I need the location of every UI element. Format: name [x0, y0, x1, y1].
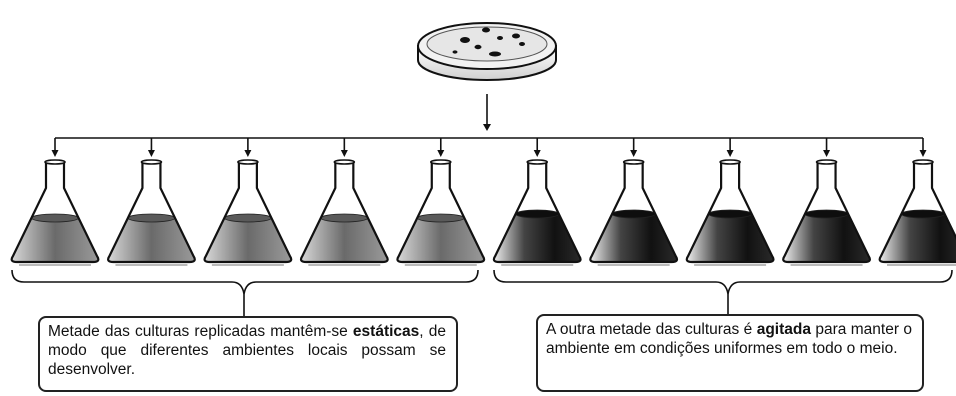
drop-arrow: [244, 138, 252, 157]
flask-agitated: [589, 159, 679, 266]
flask-static: [107, 159, 196, 266]
flask-static: [10, 159, 100, 266]
flask-agitated: [782, 159, 871, 266]
agitated-medium: [686, 214, 774, 262]
flask-row: [10, 159, 956, 266]
static-medium: [11, 218, 99, 262]
caption-pointers: [243, 294, 729, 316]
bacterial-colonies: [452, 27, 525, 57]
flask-agitated: [685, 159, 775, 266]
caption-agitated-cultures: A outra metade das culturas é agitada pa…: [536, 314, 924, 392]
drop-arrow: [340, 138, 348, 157]
caption-agitated-text-2: para manter o ambiente em condições unif…: [546, 321, 913, 357]
drop-arrow: [51, 138, 59, 157]
static-medium: [301, 218, 388, 262]
drop-arrow: [726, 138, 734, 157]
drop-arrow: [630, 138, 638, 157]
caption-agitated-text-1: A outra metade das culturas é: [546, 321, 753, 338]
drop-arrow: [437, 138, 445, 157]
drop-arrow: [533, 138, 541, 157]
agitated-medium: [493, 214, 581, 262]
flask-agitated: [492, 159, 582, 266]
brace-agitated: [493, 269, 953, 295]
agitated-medium: [590, 214, 677, 262]
drop-arrow: [919, 138, 927, 157]
caption-static-text-2: , de modo que diferentes ambientes locai…: [48, 323, 446, 378]
flask-agitated: [878, 159, 956, 266]
brace-static: [11, 269, 479, 295]
static-medium: [204, 218, 292, 262]
flask-static: [396, 159, 486, 266]
drop-arrows: [51, 138, 927, 157]
flask-static: [203, 159, 293, 266]
flask-static: [299, 159, 389, 266]
drop-arrow: [147, 138, 155, 157]
caption-static-cultures: Metade das culturas replicadas mantêm-se…: [38, 316, 458, 392]
agitated-medium: [879, 214, 956, 262]
caption-static-keyword: estáticas: [352, 323, 420, 340]
caption-agitated-keyword: agitada: [756, 321, 811, 338]
petri-dish: [417, 22, 557, 81]
caption-static-text-1: Metade das culturas replicadas mantêm-se: [48, 323, 348, 340]
static-medium: [108, 218, 195, 262]
distribution-lines: [55, 94, 923, 139]
agitated-medium: [783, 214, 870, 262]
static-medium: [397, 218, 485, 262]
drop-arrow: [823, 138, 831, 157]
